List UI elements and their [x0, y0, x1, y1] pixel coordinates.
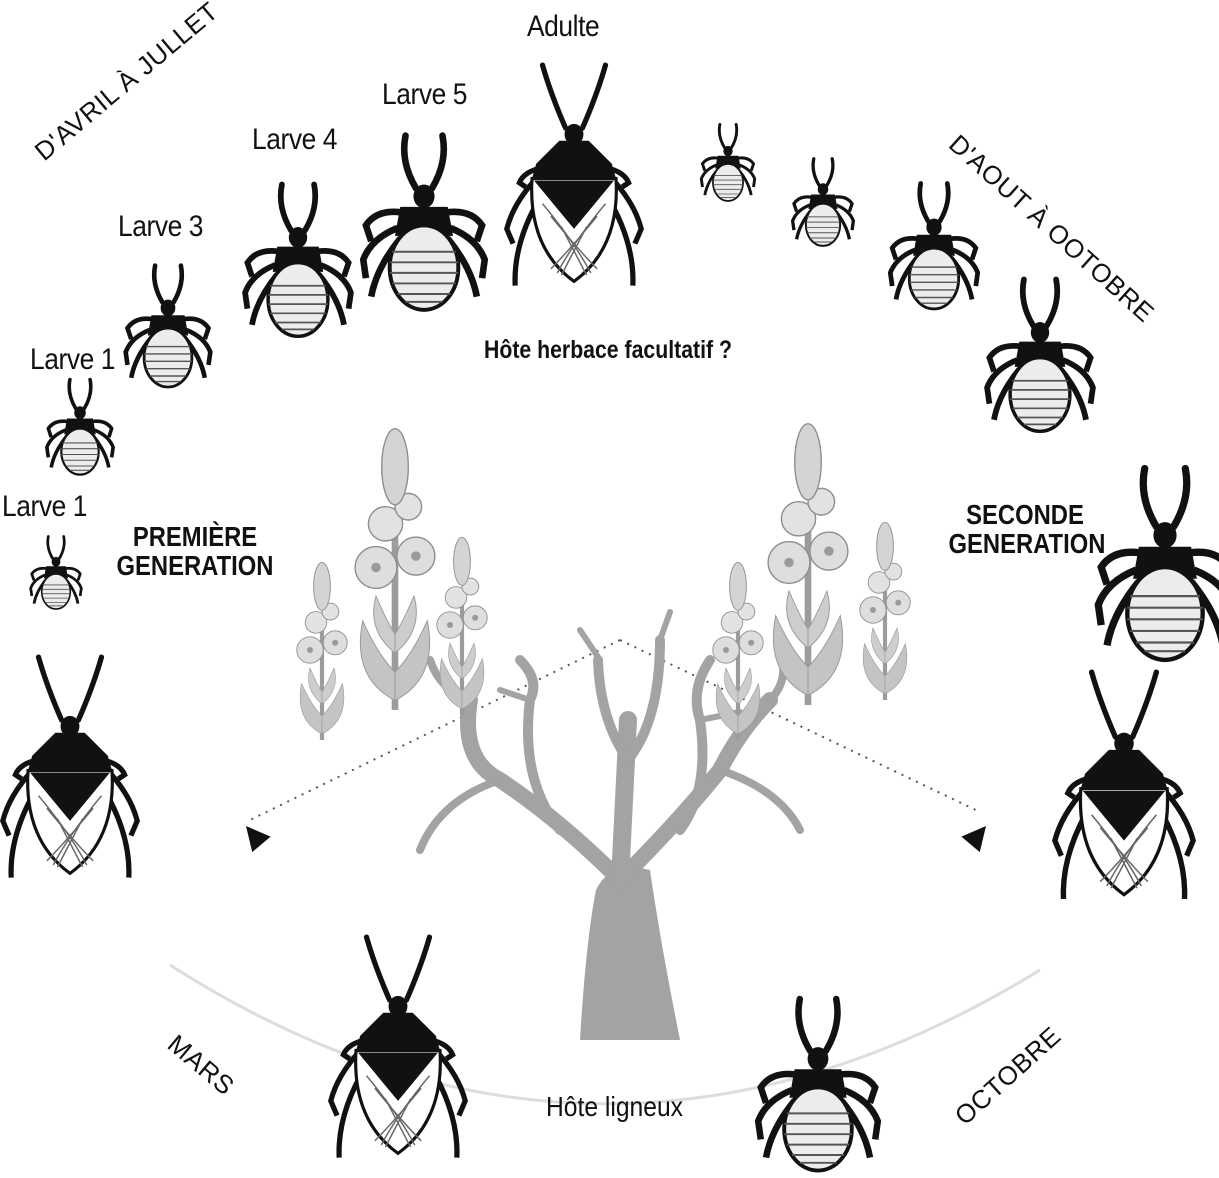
label-herbaceous-host: Hôte herbace facultatif ? — [484, 338, 732, 363]
bug-larva-icon — [31, 537, 82, 610]
flower-plant-icon — [713, 562, 763, 740]
bug-larva-icon — [758, 999, 878, 1171]
bug-larva-icon — [126, 266, 211, 387]
bug-adult-icon — [507, 65, 641, 286]
label-woody-host: Hôte ligneux — [546, 1093, 683, 1121]
bug-larva-icon — [363, 136, 484, 310]
bug-larva-icon — [987, 280, 1093, 432]
bug-larva-icon — [245, 185, 351, 337]
first-generation-line1: PREMIÈRE — [114, 522, 276, 551]
bug-larva-icon — [47, 380, 113, 475]
second-generation-line1: SECONDE — [949, 500, 1102, 529]
flower-plant-icon — [860, 522, 910, 700]
bug-adult-icon — [331, 937, 465, 1158]
flower-plant-icon — [768, 424, 848, 705]
label-larve-1-upper: Larve 1 — [30, 345, 115, 375]
arrowhead-icon — [237, 818, 271, 852]
label-second-generation: SECONDE GENERATION — [949, 500, 1102, 559]
first-generation-line2: GENERATION — [114, 551, 276, 580]
second-generation-line2: GENERATION — [949, 529, 1102, 558]
label-first-generation: PREMIÈRE GENERATION — [114, 522, 276, 581]
label-larve-1-lower: Larve 1 — [2, 492, 87, 522]
label-adulte: Adulte — [527, 12, 599, 42]
label-larve-5: Larve 5 — [382, 80, 467, 110]
flower-plant-icon — [355, 429, 435, 710]
bug-adult-icon — [1055, 672, 1193, 899]
flower-plant-icon — [437, 537, 487, 715]
arrowhead-icon — [961, 818, 995, 852]
bug-adult-icon — [3, 657, 137, 878]
flower-plant-icon — [297, 562, 347, 740]
bug-larva-icon — [701, 124, 754, 201]
bug-larva-icon — [890, 184, 977, 309]
bug-larva-icon — [1098, 469, 1219, 660]
bug-larva-icon — [793, 159, 854, 246]
label-larve-4: Larve 4 — [252, 125, 337, 155]
label-larve-3: Larve 3 — [118, 212, 203, 242]
